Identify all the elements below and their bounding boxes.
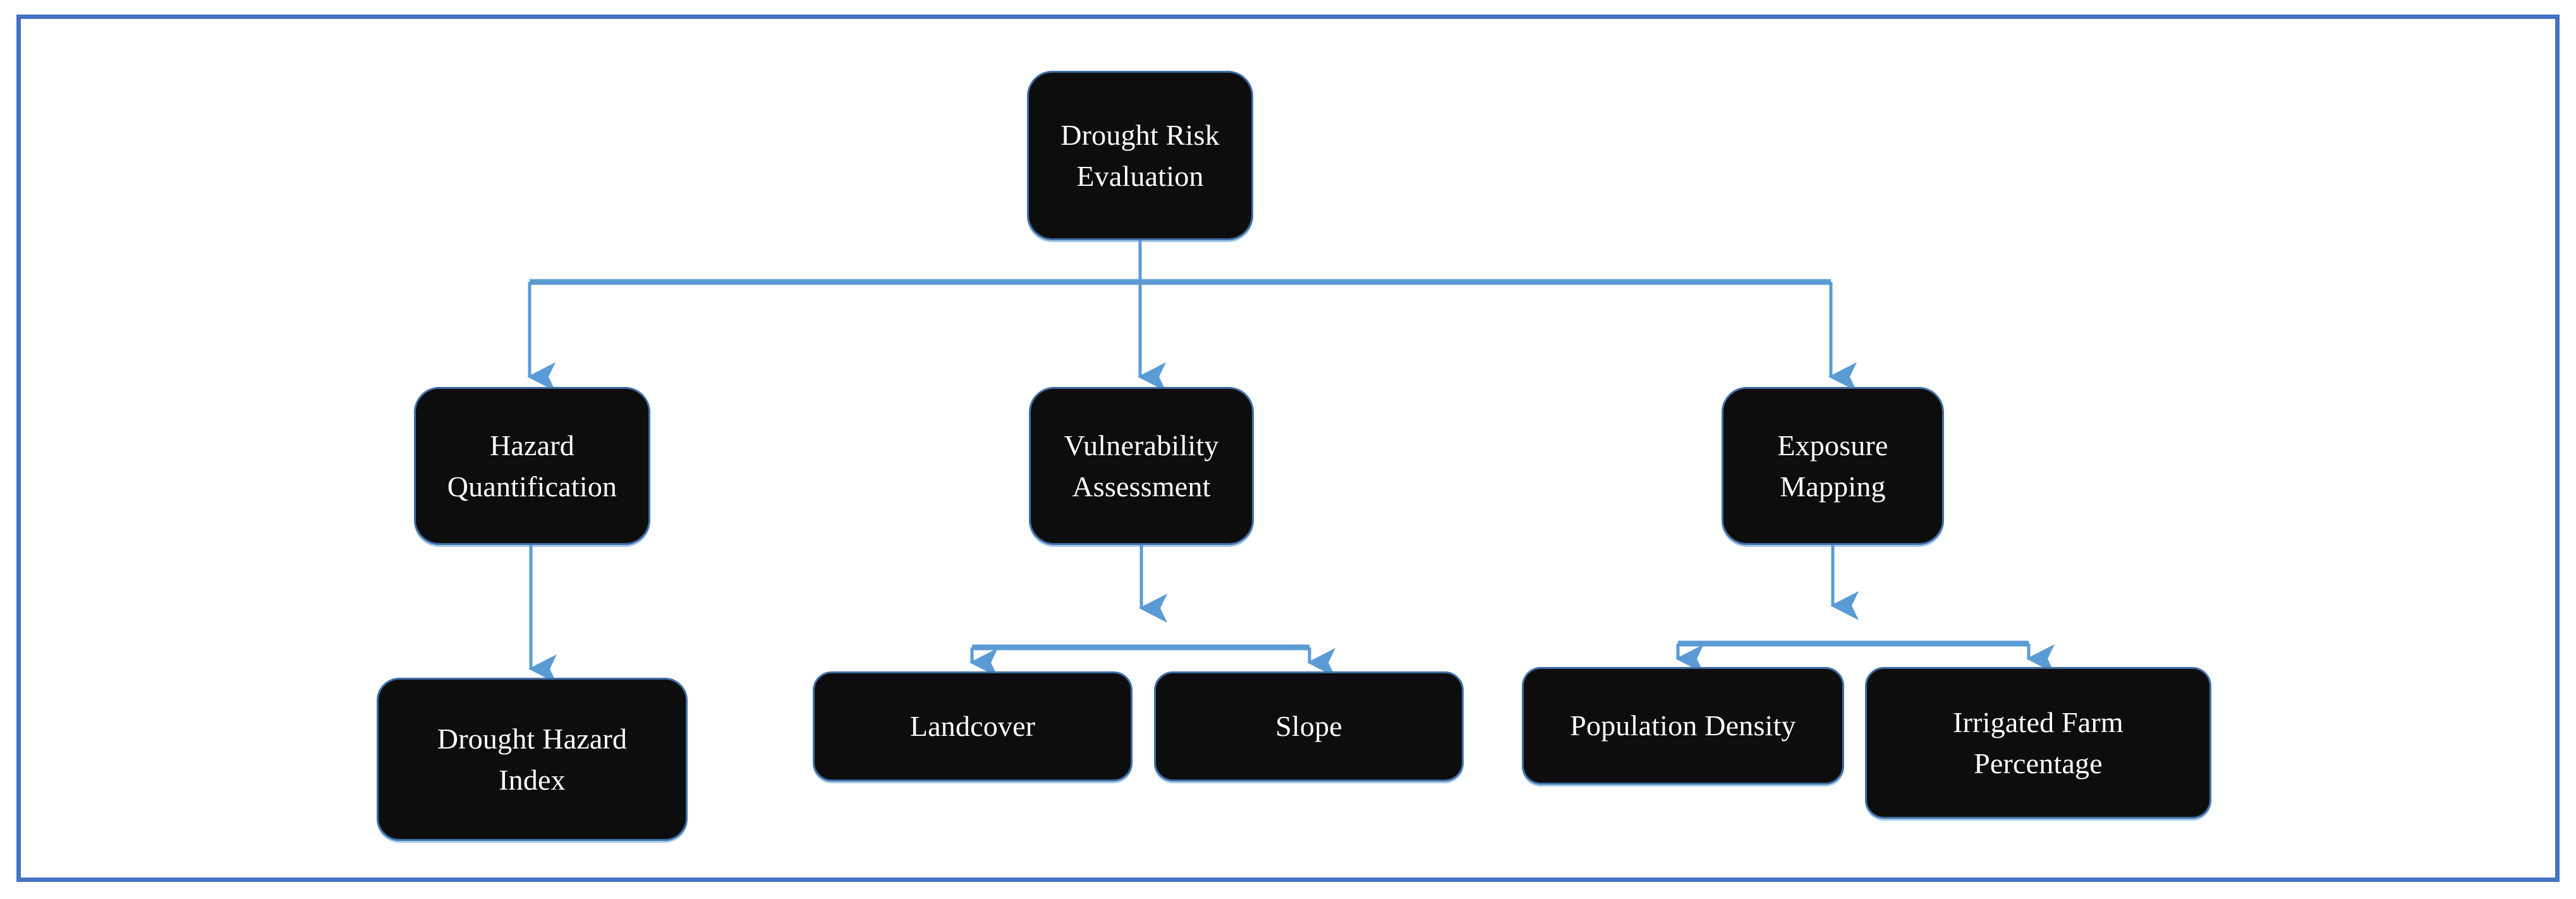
node-label-line: Slope [1275,710,1342,743]
node-label-line: Percentage [1974,747,2103,780]
node-irrigated-farm-percentage[interactable]: Irrigated Farm Percentage [1865,667,2211,819]
node-vulnerability-assessment[interactable]: Vulnerability Assessment [1029,387,1254,545]
node-population-density[interactable]: Population Density [1522,667,1844,785]
node-label: Slope [1165,706,1453,747]
node-label: Landcover [823,706,1122,747]
node-label: Population Density [1533,705,1833,746]
node-label-line: Mapping [1780,470,1886,503]
node-label-line: Irrigated Farm [1953,706,2123,738]
node-drought-hazard-index[interactable]: Drought Hazard Index [377,678,688,841]
node-label: Drought Hazard Index [387,718,677,801]
node-hazard-quantification[interactable]: Hazard Quantification [414,387,650,545]
node-slope[interactable]: Slope [1154,671,1464,781]
node-label: Drought Risk Evaluation [1038,114,1242,197]
node-label-line: Population Density [1570,709,1796,742]
outer-frame-border [16,15,2560,882]
node-exposure-mapping[interactable]: Exposure Mapping [1722,387,1944,545]
node-drought-risk-evaluation[interactable]: Drought Risk Evaluation [1027,71,1253,240]
node-label-line: Hazard [490,429,574,462]
node-label-line: Exposure [1777,429,1888,462]
node-label-line: Drought Hazard [437,722,628,755]
node-label: Exposure Mapping [1732,425,1933,508]
node-label-line: Quantification [447,470,617,503]
node-landcover[interactable]: Landcover [813,671,1133,781]
node-label-line: Vulnerability [1064,429,1219,462]
node-label-line: Drought Risk [1060,118,1220,151]
node-label-line: Index [499,764,566,796]
node-label: Hazard Quantification [425,425,640,508]
node-label: Irrigated Farm Percentage [1876,702,2201,785]
node-label-line: Assessment [1072,470,1211,503]
node-label: Vulnerability Assessment [1040,425,1243,508]
node-label-line: Landcover [909,710,1036,743]
node-label-line: Evaluation [1076,160,1204,192]
